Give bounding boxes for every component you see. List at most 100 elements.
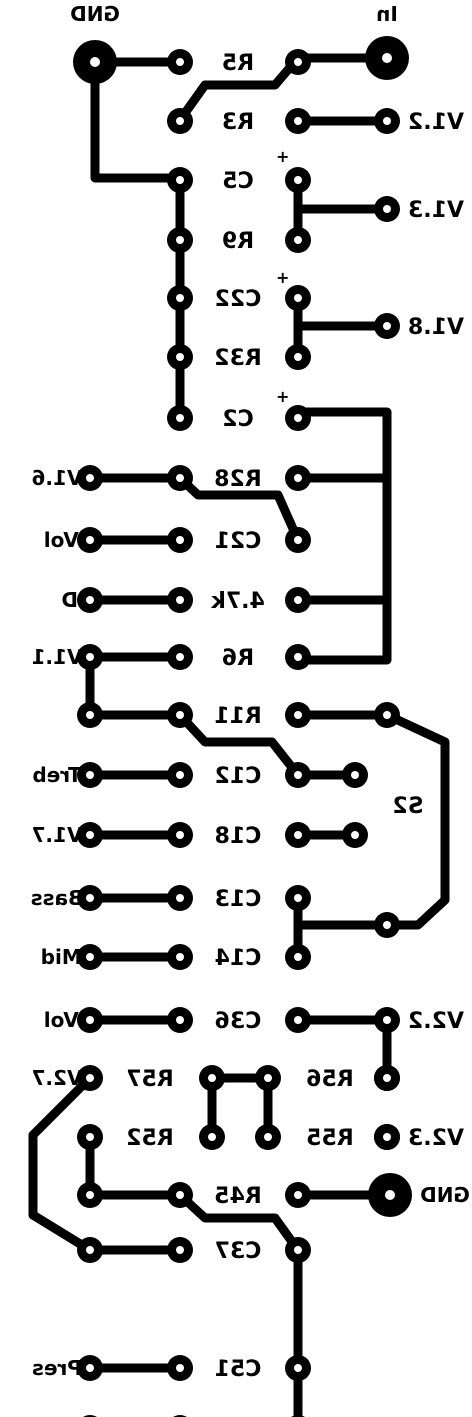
s2-pad-1-hole xyxy=(383,711,391,719)
c12-pad-right-hole xyxy=(294,771,302,779)
trace-r11-c12 xyxy=(175,710,303,780)
c22-polarity-mark: + xyxy=(276,268,289,287)
c21-pad-left-hole xyxy=(176,536,184,544)
r9-label: R9 xyxy=(222,229,254,254)
s2-pad-3-hole xyxy=(351,831,359,839)
c5-label: C5 xyxy=(222,169,253,194)
c14-label: C14 xyxy=(215,946,262,971)
c37-pad-right-hole xyxy=(294,1246,302,1254)
c5-pad-left-hole xyxy=(176,176,184,184)
trace-v27-c37 xyxy=(28,1073,185,1255)
pad-treb-hole xyxy=(86,771,94,779)
pad-vol1-hole xyxy=(86,536,94,544)
r52-label: R52 xyxy=(126,1126,174,1151)
label-v27: V2.7 xyxy=(32,1066,83,1090)
c18-label: C18 xyxy=(215,824,262,849)
c22-pad-left-hole xyxy=(176,294,184,302)
r57-label: R57 xyxy=(126,1067,174,1092)
c51-pad-right-hole xyxy=(294,1364,302,1372)
r4k7-pad-left-hole xyxy=(176,596,184,604)
pad-v18-hole xyxy=(383,322,391,330)
c13-label: C13 xyxy=(215,887,262,912)
r3-label: R3 xyxy=(222,110,254,135)
label-v23: V2.3 xyxy=(408,1126,464,1151)
c5-polarity-mark: + xyxy=(276,147,289,166)
c21-label: C21 xyxy=(215,529,262,554)
r55-pad-left-hole xyxy=(264,1133,272,1141)
label-gnd-bottom: GND xyxy=(420,1183,470,1207)
v11-junction-pad-hole xyxy=(86,711,94,719)
trace-gnd-c5 xyxy=(90,57,185,183)
label-v13: V1.3 xyxy=(408,198,464,223)
r11-pad-left-hole xyxy=(176,711,184,719)
r4k7-pad-right-hole xyxy=(294,596,302,604)
pad-v11-hole xyxy=(86,653,94,661)
label-mid: Mid xyxy=(41,945,82,969)
r5-pad-left-hole xyxy=(176,58,184,66)
r6-pad-right-hole xyxy=(294,653,302,661)
r3-pad-left-hole xyxy=(176,117,184,125)
pad-v23-hole xyxy=(383,1133,391,1141)
c51-label: C51 xyxy=(215,1357,262,1382)
r32-label: R32 xyxy=(214,346,262,371)
c37-pad-left-hole xyxy=(176,1246,184,1254)
trace-r5-r3 xyxy=(175,53,303,125)
c13-pad-right-hole xyxy=(294,894,302,902)
pad-bass-hole xyxy=(86,894,94,902)
label-gnd-top: GND xyxy=(70,2,120,26)
r45-pad-right-hole xyxy=(294,1191,302,1199)
r6-label: R6 xyxy=(222,646,254,671)
r4k7-label: 4.7k xyxy=(210,589,265,614)
c36-pad-right-hole xyxy=(294,1016,302,1024)
r52-pad-left-hole xyxy=(86,1133,94,1141)
s2-pad-2-hole xyxy=(351,771,359,779)
label-vol2: Vol xyxy=(44,1008,79,1032)
c2-pad-left-hole xyxy=(176,414,184,422)
pad-v27-hole xyxy=(86,1074,94,1082)
c14-pad-right-hole xyxy=(294,953,302,961)
c18-pad-left-hole xyxy=(176,831,184,839)
label-in: In xyxy=(376,2,398,26)
r32-pad-right-hole xyxy=(294,353,302,361)
labels: R5R3C5R9C22R32C2R28C214.7kR6R11C12C18C13… xyxy=(19,2,470,1417)
c12-label: C12 xyxy=(215,764,262,789)
trace-r11-s2 xyxy=(293,710,450,930)
r45-pad-left-hole xyxy=(176,1191,184,1199)
label-vol1: Vol xyxy=(44,528,79,552)
r3-pad-right-hole xyxy=(294,117,302,125)
r56-label: R56 xyxy=(306,1067,354,1092)
c13-pad-left-hole xyxy=(176,894,184,902)
in-pad-hole xyxy=(382,53,392,63)
r9-pad-left-hole xyxy=(176,236,184,244)
gnd-top-pad-hole xyxy=(90,57,100,67)
c2-pad-right-hole xyxy=(294,414,302,422)
r28-pad-right-hole xyxy=(294,474,302,482)
r56-pad-left-hole xyxy=(264,1074,272,1082)
pad-v17-hole xyxy=(86,831,94,839)
r45-label: R45 xyxy=(214,1184,262,1209)
r55-label: R55 xyxy=(306,1126,354,1151)
label-d: D xyxy=(61,588,78,612)
c37-label: C37 xyxy=(215,1239,262,1264)
c51-pad-left-hole xyxy=(176,1364,184,1372)
r11-pad-right-hole xyxy=(294,711,302,719)
c21-pad-right-hole xyxy=(294,536,302,544)
r28-pad-left-hole xyxy=(176,474,184,482)
label-bass: Bass xyxy=(31,886,84,910)
r52-pad-right-hole xyxy=(208,1133,216,1141)
label-v17: V1.7 xyxy=(32,823,83,847)
pad-v12-hole xyxy=(383,117,391,125)
trace-c2-bus xyxy=(293,407,392,665)
label-v16: V1.6 xyxy=(32,466,83,490)
pad-v22-hole xyxy=(383,1016,391,1024)
label-v11: V1.1 xyxy=(32,645,83,669)
r9-pad-right-hole xyxy=(294,236,302,244)
r5-label: R5 xyxy=(222,51,254,76)
pad-mid-hole xyxy=(86,953,94,961)
gnd-bottom-pad-hole xyxy=(385,1190,395,1200)
pad-d-hole xyxy=(86,596,94,604)
label-v22: V2.2 xyxy=(408,1009,464,1034)
c37-junction-pad-hole xyxy=(86,1246,94,1254)
r5-pad-right-hole xyxy=(294,58,302,66)
